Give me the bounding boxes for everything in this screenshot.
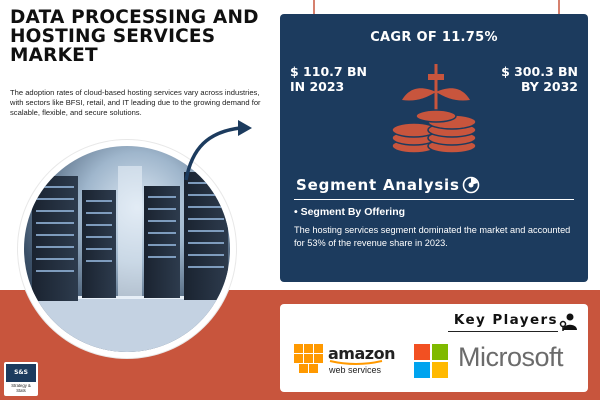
brand-logo: S&S Strategy & Stats [4,362,38,396]
segment-description: The hosting services segment dominated t… [294,225,571,248]
coins-plant-icon [391,64,477,154]
segment-divider [294,199,574,200]
cagr-label: CAGR OF 11.75% [370,30,498,45]
value-2032-amount: $ 300.3 BN [501,64,578,79]
value-2023-year: IN 2023 [290,79,345,94]
segment-subtitle: • Segment By Offering [294,206,406,218]
server-photo-frame [18,140,236,358]
microsoft-logo-icon [414,344,448,378]
person-key-icon [559,313,577,331]
page-title: DATA PROCESSING AND HOSTING SERVICES MAR… [10,7,259,66]
aws-logo-icon [294,344,323,373]
key-players-underline [448,331,558,332]
microsoft-wordmark: Microsoft [458,342,564,372]
segment-analysis-title: Segment Analysis [296,176,460,194]
value-2032-year: BY 2032 [520,79,578,94]
gear-chart-icon [462,176,480,194]
value-2023: $ 110.7 BN IN 2023 [290,64,367,94]
brand-tagline: Strategy & Stats [11,383,31,393]
brand-mark: S&S [6,364,36,382]
arrow-icon [184,120,252,181]
stats-panel: CAGR OF 11.75% $ 110.7 BN IN 2023 $ 300.… [280,14,588,282]
aws-logo: amazon web services [292,338,395,384]
key-players-title: Key Players [453,312,558,328]
value-2032: $ 300.3 BN BY 2032 [501,64,578,94]
key-players-card: Key Players amazon web services Microsof… [280,304,588,392]
page-description: The adoption rates of cloud-based hostin… [10,88,261,117]
amazon-smile-icon [329,360,383,365]
value-2023-amount: $ 110.7 BN [290,64,367,79]
server-racks-illustration [24,166,230,352]
aws-subtitle: web services [329,365,382,375]
server-room-image [24,146,230,352]
amazon-wordmark: amazon [328,344,395,363]
